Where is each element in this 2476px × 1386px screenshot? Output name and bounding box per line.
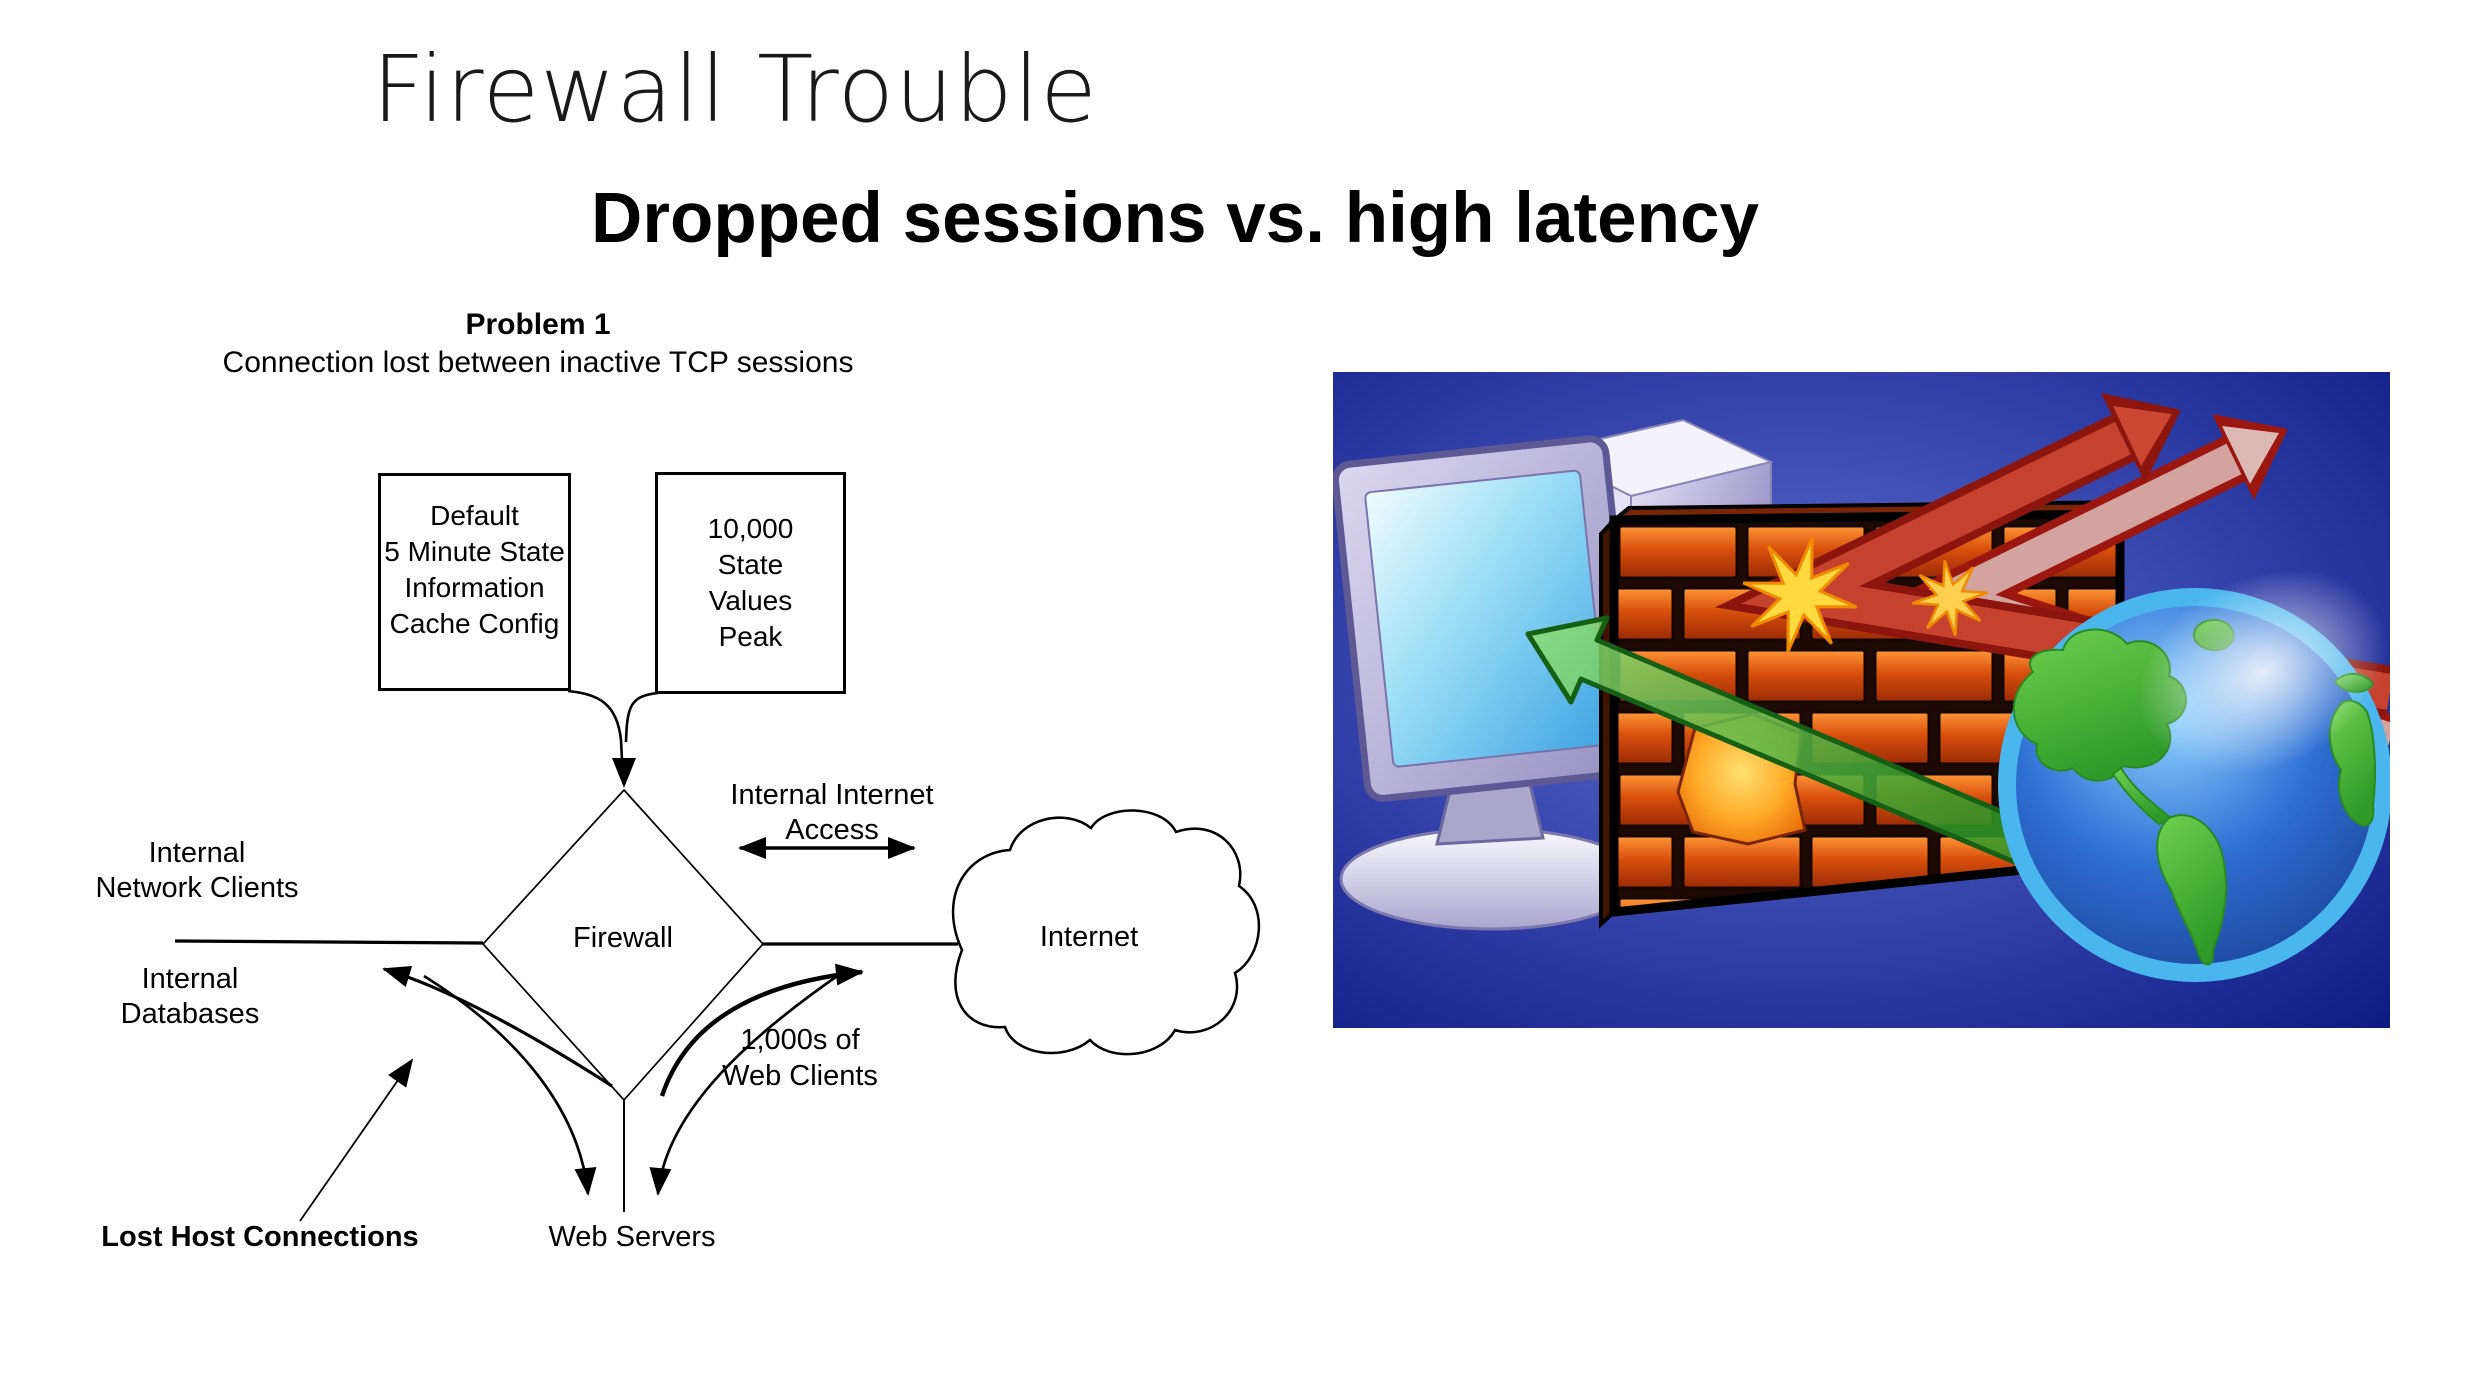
web-clients-label: 1,000s of Web Clients [650, 1022, 950, 1094]
databases-arrow [382, 966, 613, 1088]
web-clients-arrow [659, 963, 864, 1097]
state-values-peak-box: 10,000 State Values Peak [655, 472, 846, 694]
label-line: Internal [141, 963, 239, 995]
firewall-node-label: Firewall [573, 922, 673, 954]
label-line: Internal Internet [730, 779, 934, 811]
monitor-base [1339, 827, 1643, 931]
computer-monitor-icon [1333, 435, 1642, 802]
internet-cloud [951, 809, 1261, 1056]
web-servers-left-arrow [423, 974, 597, 1196]
lost-host-arrow [299, 1058, 414, 1222]
funnel-arrowhead [612, 758, 636, 788]
box-line: 10,000 [707, 513, 794, 544]
box-line: Peak [718, 621, 783, 652]
slide-title: Firewall Trouble [372, 36, 1098, 143]
internet-node-label: Internet [1039, 921, 1139, 953]
internal-databases-label: Internal Databases [40, 962, 340, 1032]
slide-subtitle: Dropped sessions vs. high latency [591, 179, 1759, 258]
lost-host-connections-label: Lost Host Connections [101, 1221, 419, 1253]
box-line: Default [430, 500, 519, 531]
box-line: State [717, 549, 784, 580]
web-servers-label: Web Servers [548, 1221, 716, 1253]
box-line: Information [404, 572, 545, 603]
label-line: 1,000s of [740, 1024, 860, 1056]
globe-icon [1998, 569, 2390, 982]
firewall-illustration [1333, 372, 2390, 1028]
impact-starburst-icon [1742, 537, 1989, 653]
label-line: Network Clients [95, 872, 299, 904]
label-line: Web Clients [722, 1060, 878, 1092]
box-line: Cache Config [389, 608, 560, 639]
box-line: 5 Minute State [384, 536, 565, 567]
web-servers-right-arrow [649, 970, 844, 1196]
funnel-arrow [567, 689, 659, 788]
problem-subheading: Connection lost between inactive TCP ses… [222, 346, 854, 379]
label-line: Access [785, 814, 879, 846]
box-line: Values [708, 585, 793, 616]
state-cache-config-box: Default 5 Minute State Information Cache… [378, 473, 571, 691]
internal-internet-access-label: Internal Internet Access [682, 778, 982, 848]
label-line: Databases [120, 998, 260, 1030]
problem-heading: Problem 1 [465, 308, 611, 341]
problem-heading-block: Problem 1 Connection lost between inacti… [178, 306, 898, 382]
internal-network-clients-label: Internal Network Clients [47, 836, 347, 906]
label-line: Internal [148, 837, 246, 869]
clients-line [174, 939, 484, 945]
